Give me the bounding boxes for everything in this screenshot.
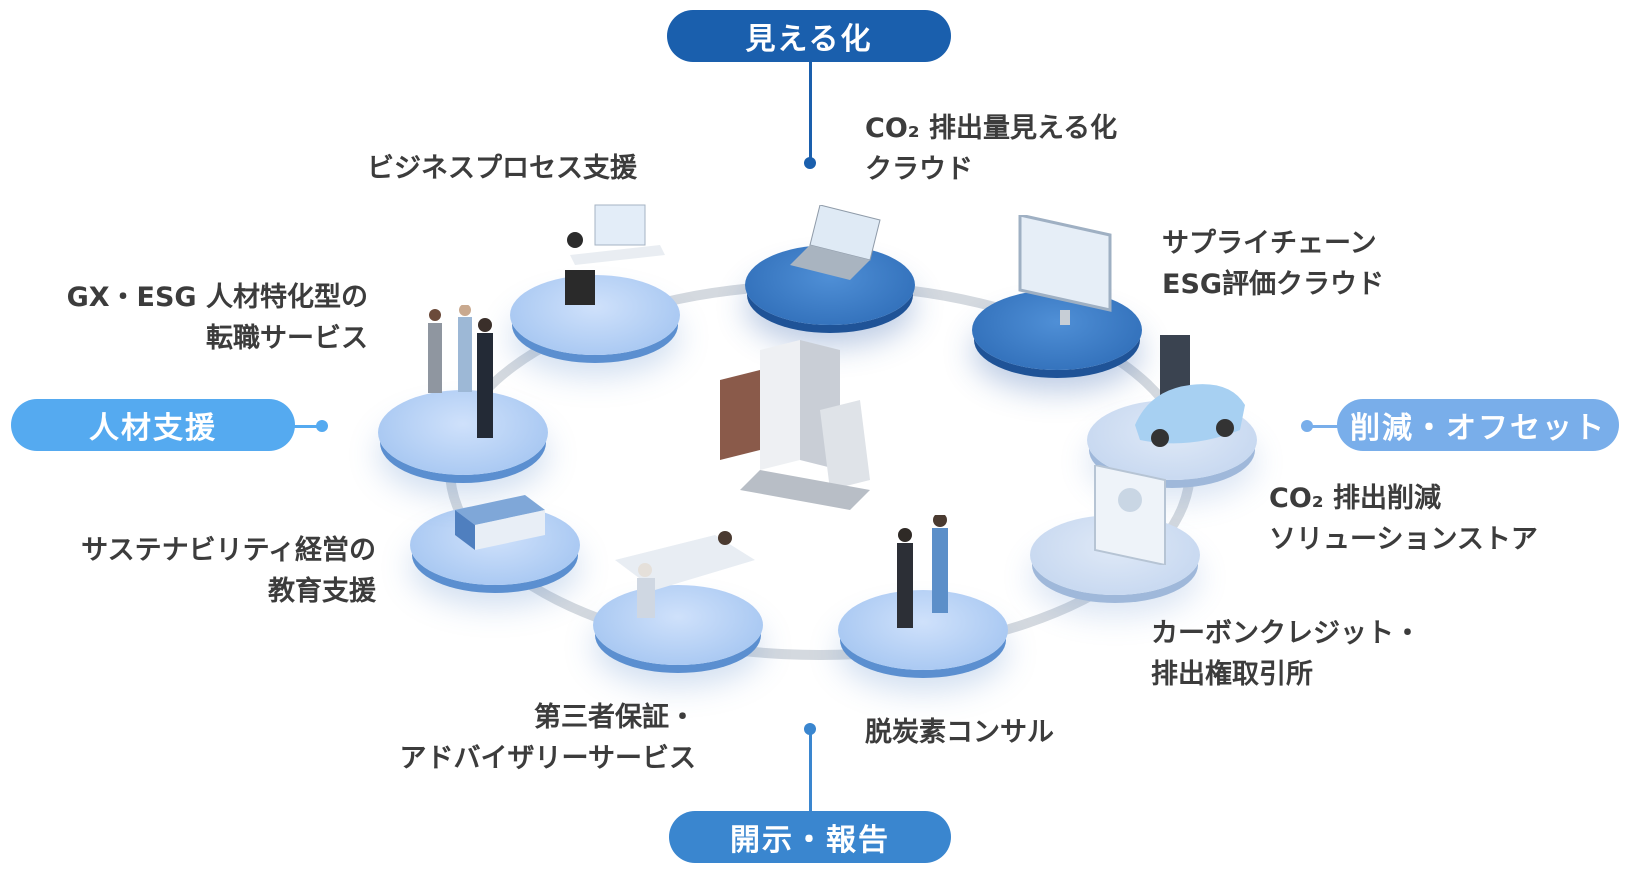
- label-line: 脱炭素コンサル: [865, 717, 1054, 748]
- label-line: CO₂ 排出量見える化: [865, 113, 1118, 144]
- service-sustainability-education: サステナビリティ経営の 教育支援: [81, 530, 376, 612]
- service-carbon-credit: カーボンクレジット・ 排出権取引所: [1151, 613, 1421, 695]
- service-decarbon-consulting: 脱炭素コンサル: [865, 712, 1054, 753]
- label-line: ESG評価クラウド: [1162, 269, 1385, 300]
- label-line: アドバイザリーサービス: [399, 743, 696, 774]
- monitor-icon: [1018, 215, 1112, 325]
- service-third-party-assurance: 第三者保証・ アドバイザリーサービス: [400, 697, 696, 779]
- connector-dot: [804, 723, 816, 735]
- label-line: カーボンクレジット・: [1151, 618, 1421, 649]
- label-line: GX・ESG 人材特化型の: [66, 282, 368, 313]
- connector-line: [292, 425, 322, 428]
- consultants-icon: [897, 515, 948, 628]
- people-handshake-icon: [428, 305, 493, 438]
- category-talent: 人材支援: [11, 399, 295, 451]
- service-business-process: ビジネスプロセス支援: [367, 148, 637, 189]
- platform-talent: [378, 390, 548, 475]
- category-reduction: 削減・オフセット: [1337, 399, 1619, 451]
- platform-third-party: [593, 585, 763, 665]
- label-line: サステナビリティ経営の: [81, 535, 376, 566]
- office-desk-icon: [565, 204, 665, 305]
- ev-car-icon: [1135, 335, 1245, 447]
- connector-dot: [316, 420, 328, 432]
- label-line: ソリューションストア: [1269, 524, 1538, 555]
- label-line: 排出権取引所: [1151, 659, 1313, 690]
- label-line: ビジネスプロセス支援: [367, 153, 637, 184]
- connector-line: [809, 60, 812, 160]
- connector-line: [809, 730, 812, 812]
- platform-supply-chain: [972, 290, 1142, 370]
- connector-dot: [1301, 420, 1313, 432]
- service-supply-chain: サプライチェーン ESG評価クラウド: [1162, 223, 1384, 305]
- service-gx-esg-jobs: GX・ESG 人材特化型の 転職サービス: [67, 277, 368, 359]
- platform-decarbon-consult: [838, 590, 1008, 670]
- service-co2-cloud: CO₂ 排出量見える化 クラウド: [865, 108, 1117, 190]
- label-line: サプライチェーン: [1162, 228, 1377, 259]
- connector-line: [1310, 425, 1340, 428]
- label-line: CO₂ 排出削減: [1269, 483, 1441, 514]
- category-visualize: 見える化: [667, 10, 951, 62]
- connector-dot: [804, 157, 816, 169]
- laptop-icon: [790, 205, 881, 280]
- meeting-table-icon: [615, 531, 755, 618]
- books-icon: [455, 495, 545, 550]
- buildings-illustration: [720, 340, 870, 510]
- label-line: 教育支援: [268, 576, 376, 607]
- service-co2-store: CO₂ 排出削減 ソリューションストア: [1269, 478, 1538, 560]
- label-line: 第三者保証・: [534, 702, 696, 733]
- label-line: クラウド: [865, 154, 973, 185]
- certificate-icon: [1094, 465, 1166, 565]
- category-disclosure: 開示・報告: [669, 811, 951, 863]
- label-line: 転職サービス: [206, 323, 368, 354]
